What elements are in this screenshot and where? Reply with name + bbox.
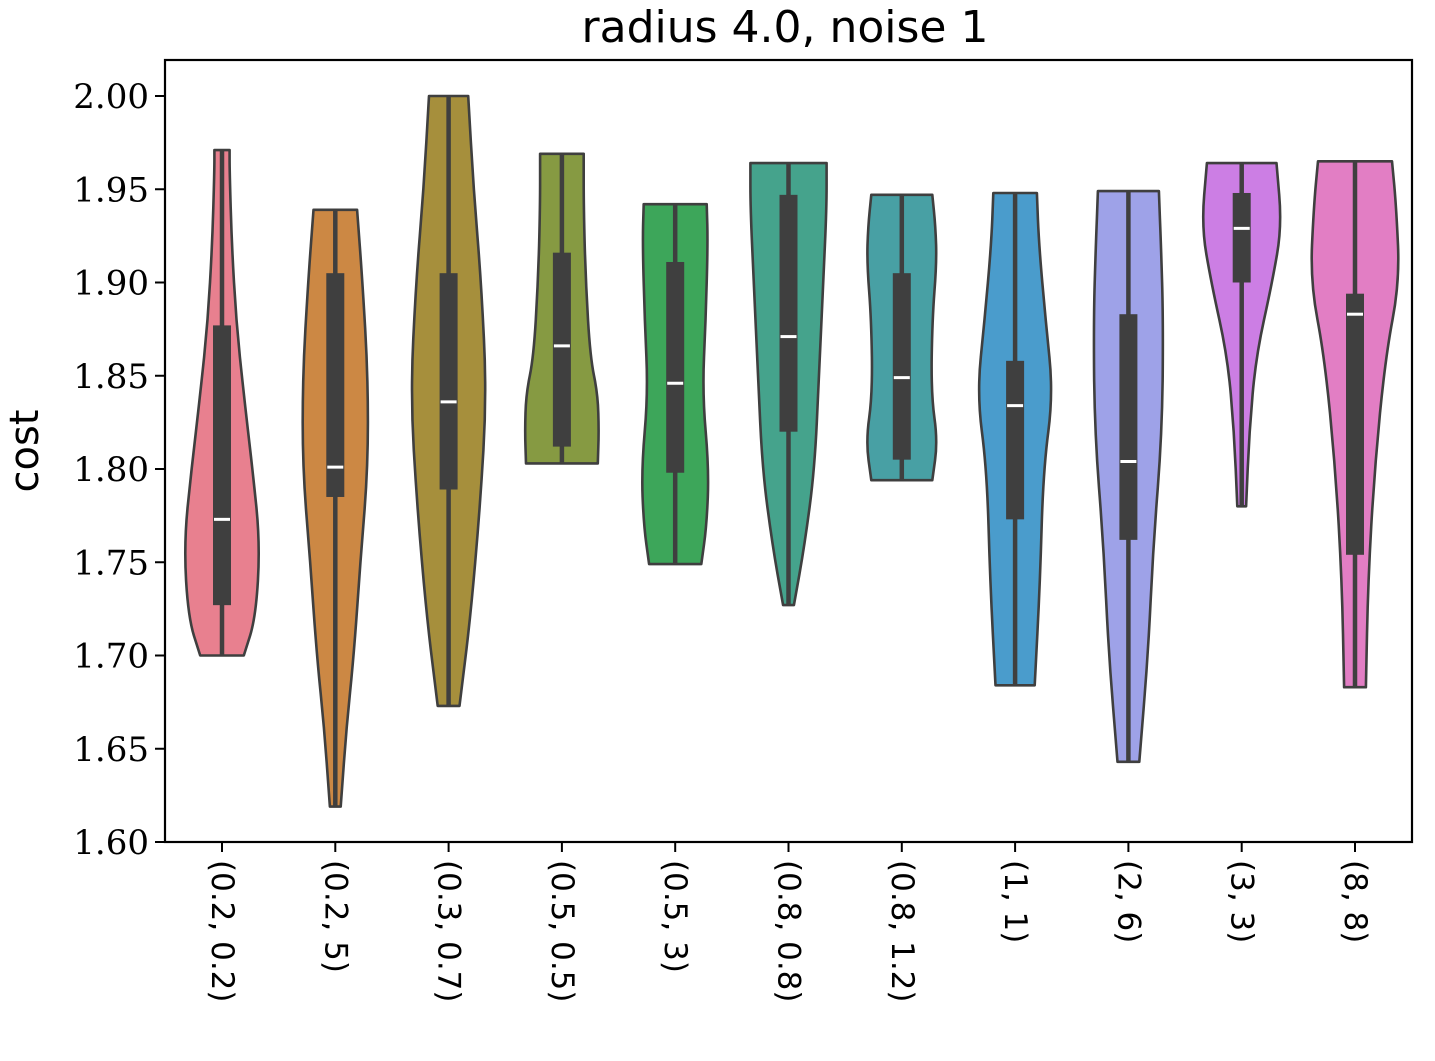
violin-iqr-box (213, 325, 231, 606)
x-tick-label: (1, 1) (997, 860, 1033, 943)
violin-iqr-box (439, 273, 458, 490)
y-tick-label: 1.60 (73, 823, 149, 863)
y-tick-label: 2.00 (73, 77, 149, 117)
y-tick-label: 1.90 (73, 264, 149, 304)
x-tick-label: (0.5, 3) (657, 860, 693, 973)
violin-iqr-box (779, 194, 798, 432)
violin-iqr-box (1119, 314, 1138, 540)
y-tick-label: 1.95 (73, 170, 149, 210)
x-tick-label: (3, 3) (1224, 860, 1260, 943)
y-axis-label: cost (2, 410, 48, 493)
x-tick-label: (0.5, 0.5) (544, 860, 580, 1003)
x-tick-label: (0.8, 1.2) (884, 860, 920, 1003)
y-tick-label: 1.85 (73, 357, 149, 397)
violin-iqr-box (1346, 293, 1364, 555)
x-tick-label: (8, 8) (1337, 860, 1373, 943)
x-tick-label: (0.2, 5) (317, 860, 353, 973)
y-tick-label: 1.75 (73, 543, 149, 583)
y-axis: 1.60 1.65 1.70 1.75 1.80 1.85 1.90 1.95 2.00 (73, 77, 165, 863)
violin-iqr-box (892, 273, 911, 460)
x-tick-label: (2, 6) (1110, 860, 1146, 943)
violin-iqr-box (326, 273, 345, 497)
violin-iqr-box (1006, 360, 1025, 520)
x-tick-label: (0.3, 0.7) (431, 860, 467, 1003)
x-tick-label: (0.2, 0.2) (204, 860, 240, 1003)
y-tick-label: 1.65 (73, 730, 149, 770)
violin-iqr-box (666, 261, 685, 473)
violins-layer (184, 94, 1400, 808)
y-tick-label: 1.80 (73, 450, 149, 490)
x-tick-label: (0.8, 0.8) (771, 860, 807, 1003)
violin-iqr-box (1232, 192, 1251, 283)
chart-title: radius 4.0, noise 1 (582, 2, 989, 53)
violin-iqr-box (552, 252, 571, 447)
x-axis: (0.2, 0.2) (0.2, 5) (0.3, 0.7) (0.5, 0.5) (0… (204, 842, 1373, 1003)
y-tick-label: 1.70 (73, 637, 149, 677)
